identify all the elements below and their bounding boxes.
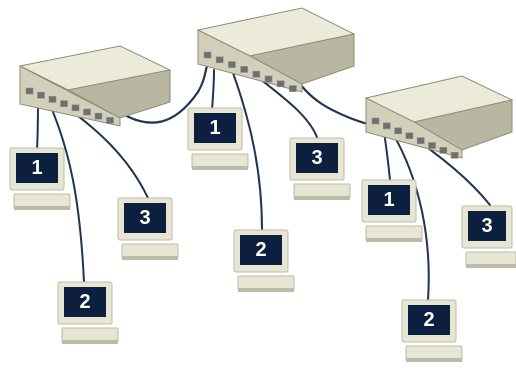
computer-left-3: 3 <box>117 197 179 260</box>
uplink-cable-left-center <box>114 64 209 124</box>
hub-port <box>25 87 34 95</box>
computer-right-3: 3 <box>461 205 516 268</box>
computer-label: 3 <box>481 215 492 237</box>
hub-port <box>37 91 45 99</box>
computer-label: 1 <box>31 157 42 179</box>
hub-port <box>215 56 224 64</box>
computer-left-1: 1 <box>9 147 71 210</box>
hub-port <box>428 142 436 149</box>
hub-port <box>83 108 91 116</box>
computer-center-3: 3 <box>289 137 351 200</box>
computer-label: 2 <box>423 309 434 331</box>
computer-label: 1 <box>383 189 394 211</box>
hub-port <box>276 80 285 88</box>
hub-center <box>196 7 356 93</box>
hub-port <box>405 132 414 139</box>
computer-center-2: 2 <box>233 229 295 292</box>
cable-right-2 <box>391 131 430 301</box>
computer-label: 1 <box>209 117 220 139</box>
cable-center-2 <box>231 69 263 231</box>
hub-port <box>240 66 248 73</box>
hub-left <box>18 45 172 127</box>
computer-left-2: 2 <box>57 281 119 344</box>
hub-port <box>203 51 212 59</box>
computer-right-1: 1 <box>361 179 423 242</box>
hub-port <box>48 96 57 103</box>
uplink-cable-center-right <box>294 76 376 128</box>
computer-center-1: 1 <box>187 107 249 170</box>
hub-right-ports <box>371 117 459 159</box>
hub-port <box>60 100 68 107</box>
hub-port <box>371 117 380 125</box>
hub-port <box>289 85 297 92</box>
hub-port <box>94 112 103 120</box>
cable-left-2 <box>47 99 85 283</box>
hub-port <box>264 75 273 83</box>
hub-port <box>228 61 236 68</box>
hub-right <box>364 75 514 159</box>
hub-port <box>106 117 114 124</box>
computer-label: 2 <box>255 239 266 261</box>
cable-right-1 <box>383 131 391 181</box>
computer-label: 3 <box>139 207 150 229</box>
hub-port <box>450 152 459 159</box>
hub-port <box>394 127 402 135</box>
hub-port <box>71 104 80 112</box>
computer-label: 2 <box>79 291 90 313</box>
hub-left-ports <box>25 87 114 124</box>
cable-center-1 <box>211 69 215 111</box>
hub-port <box>439 147 448 154</box>
hub-port <box>252 70 261 78</box>
computer-label: 3 <box>311 147 322 169</box>
hub-center-ports <box>203 51 297 92</box>
computer-right-2: 2 <box>401 299 463 362</box>
hub-port <box>416 137 425 144</box>
hub-port <box>382 122 391 130</box>
